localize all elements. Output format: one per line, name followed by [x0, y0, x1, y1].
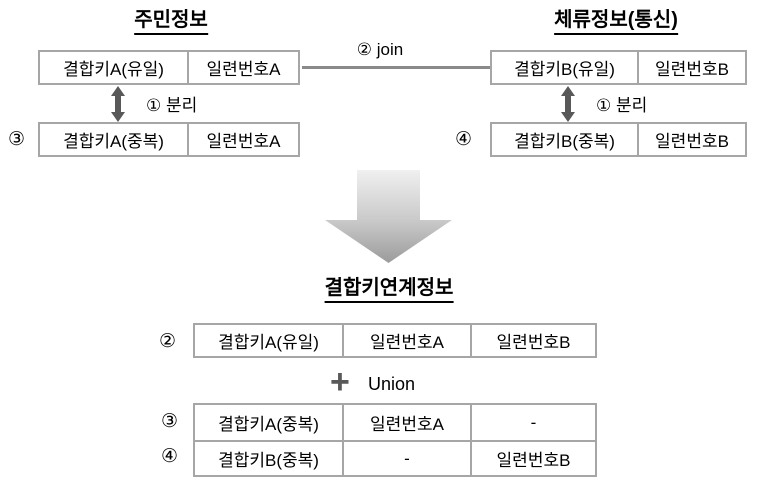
table-cell: 결합키A(중복) [63, 132, 164, 151]
join-label: ② join [356, 40, 404, 59]
result-row4-badge: ④ [161, 446, 179, 467]
table-cell: 결합키B(중복) [218, 451, 319, 470]
table-cell: 일련번호B [470, 442, 595, 475]
right-bottom-table: 결합키B(중복) 일련번호B [490, 122, 747, 157]
union-label: Union [368, 374, 416, 394]
table-cell: 결합키A(유일) [63, 60, 164, 79]
table-row: 결합키B(중복) - 일련번호B [195, 440, 595, 475]
table-cell: 결합키A(중복) [218, 415, 319, 434]
table-cell: 일련번호A [342, 405, 470, 440]
left-panel-title: 주민정보 [134, 8, 208, 35]
table-cell: 일련번호B [637, 124, 745, 155]
result-joined-badge: ② [159, 331, 177, 352]
table-cell: 일련번호B [637, 52, 745, 83]
table-cell: 결합키A(유일) [218, 333, 319, 352]
left-separate-label: ① 분리 [146, 96, 198, 115]
table-cell: 일련번호A [342, 325, 470, 356]
left-top-table: 결합키A(유일) 일련번호A [38, 50, 300, 85]
table-cell: - [470, 405, 595, 440]
right-top-table: 결합키B(유일) 일련번호B [490, 50, 747, 85]
left-bottom-table: 결합키A(중복) 일련번호A [38, 122, 300, 157]
table-cell: 결합키B(유일) [514, 60, 615, 79]
left-bottom-badge: ③ [8, 129, 26, 150]
result-joined-table: 결합키A(유일) 일련번호A 일련번호B [193, 323, 597, 358]
down-arrow-icon [325, 170, 452, 263]
result-union-table: 결합키A(중복) 일련번호A - 결합키B(중복) - 일련번호B [193, 403, 597, 477]
result-row3-badge: ③ [161, 411, 179, 432]
result-panel-title: 결합키연계정보 [324, 276, 454, 303]
table-cell: - [342, 442, 470, 475]
plus-icon: + [330, 363, 350, 401]
vertical-double-arrow-icon [561, 86, 575, 122]
table-row: 결합키A(중복) 일련번호A - [195, 405, 595, 440]
right-bottom-badge: ④ [455, 129, 473, 150]
table-cell: 일련번호A [187, 52, 298, 83]
table-cell: 결합키B(중복) [514, 132, 615, 151]
table-cell: 일련번호A [187, 124, 298, 155]
vertical-double-arrow-icon [111, 86, 125, 122]
table-cell: 일련번호B [470, 325, 595, 356]
join-line [302, 66, 490, 69]
right-panel-title: 체류정보(통신) [554, 8, 678, 35]
right-separate-label: ① 분리 [596, 96, 648, 115]
